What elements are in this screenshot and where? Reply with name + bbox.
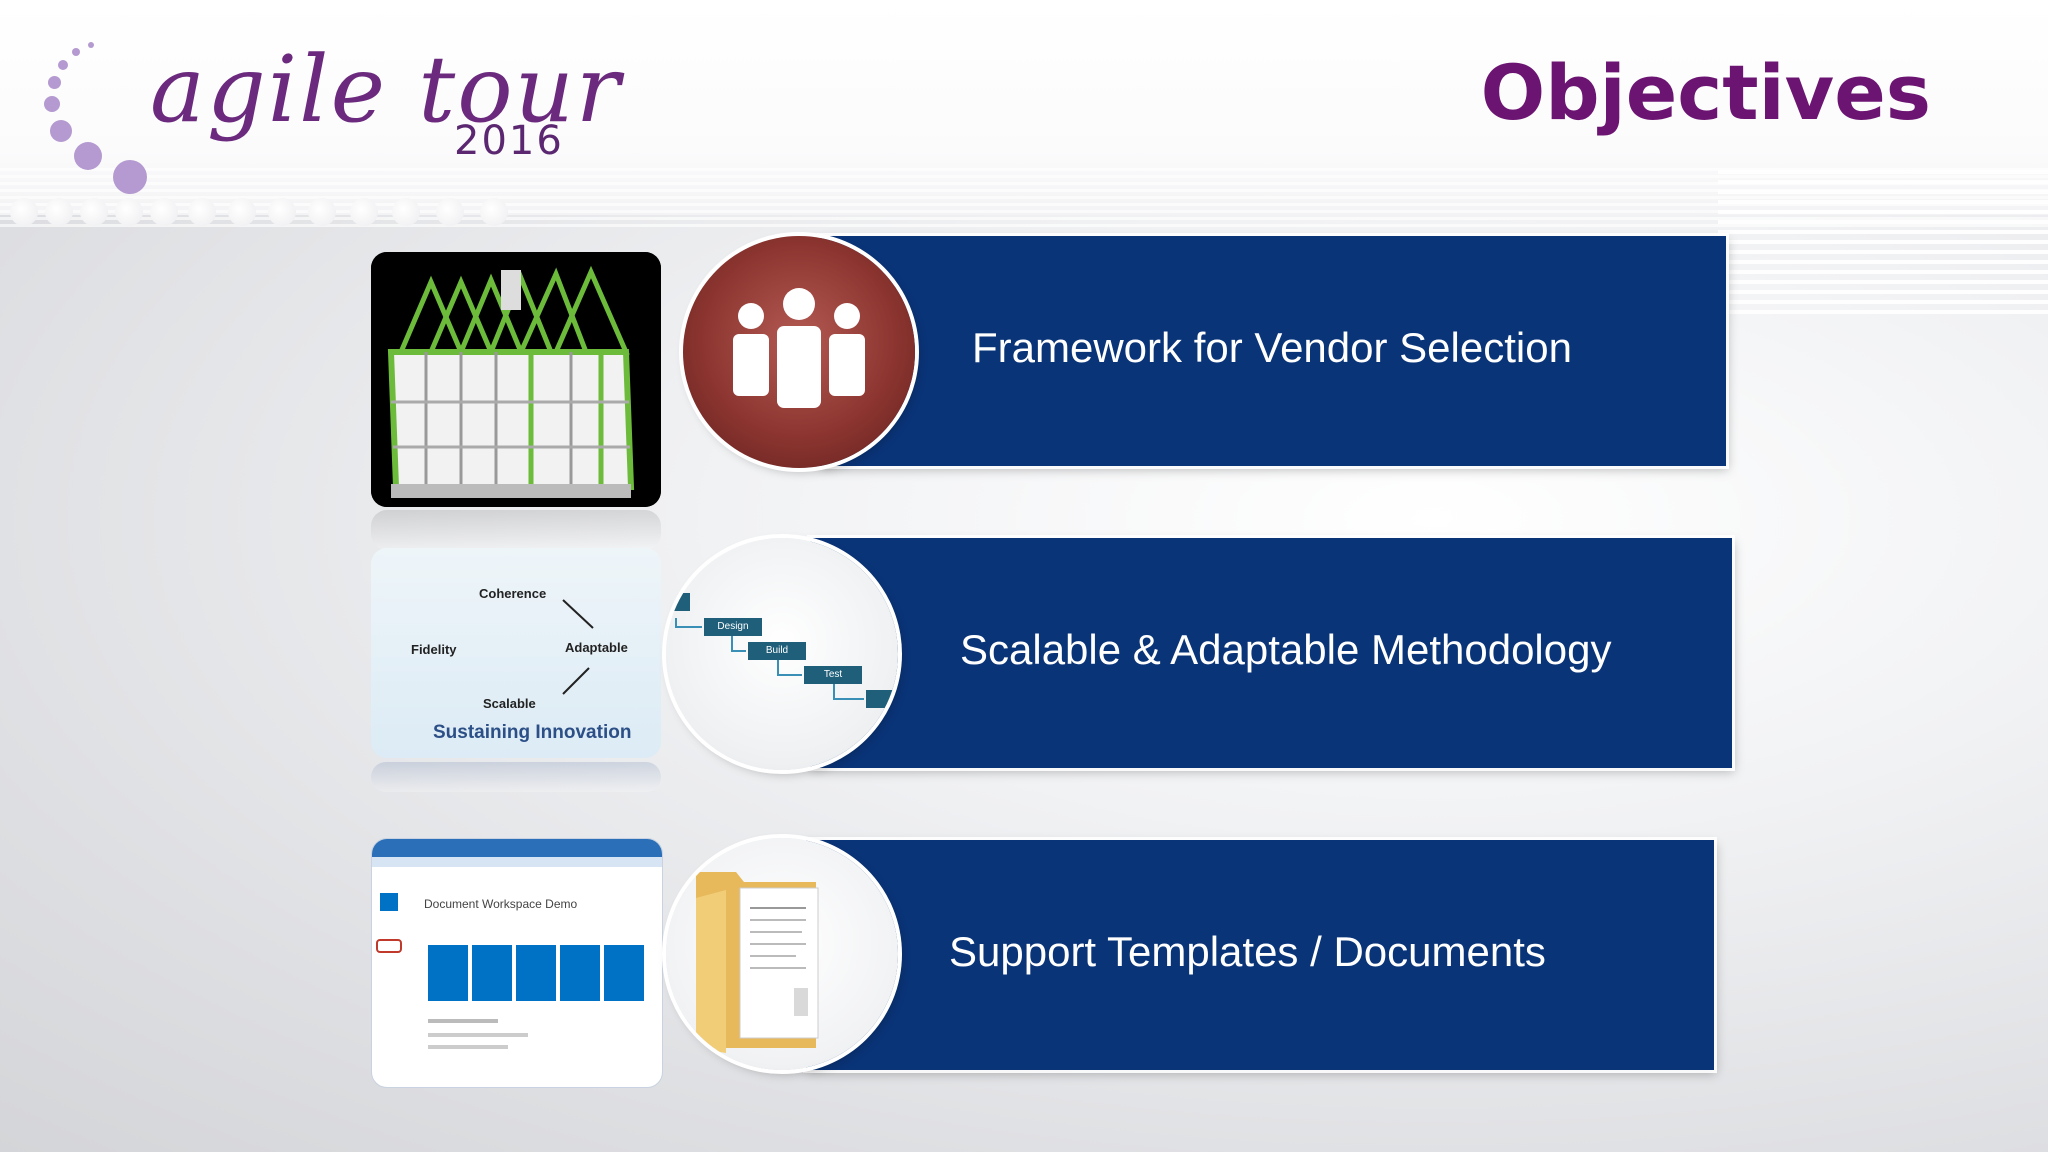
- objective-banner-1: Framework for Vendor Selection: [820, 236, 1726, 466]
- image-reflection: [371, 762, 661, 792]
- diagram-scalable-label: Scalable: [483, 696, 536, 711]
- waterfall-step-build: Build: [748, 642, 806, 660]
- agile-tour-logo: agile tour 2016: [28, 30, 620, 194]
- people-icon: [683, 236, 915, 468]
- objective-label-1: Framework for Vendor Selection: [972, 324, 1572, 371]
- image-reflection: [371, 510, 661, 550]
- logo-text: agile tour: [150, 36, 622, 143]
- header-stripes: [0, 168, 2048, 228]
- slide-title: Objectives: [1480, 48, 1931, 137]
- waterfall-step-design: Design: [704, 618, 762, 636]
- objective-banner-3: Support Templates / Documents: [806, 840, 1714, 1070]
- logo-year: 2016: [454, 118, 564, 164]
- diagram-adaptable-label: Adaptable: [565, 640, 628, 655]
- folder-icon: [666, 838, 898, 1070]
- objective-label-2: Scalable & Adaptable Methodology: [960, 626, 1612, 673]
- objective-banner-2: Scalable & Adaptable Methodology: [810, 538, 1732, 768]
- document-workspace-screenshot: Document Workspace Demo: [371, 838, 663, 1088]
- sustaining-innovation-diagram: Coherence Fidelity Adaptable Scalable Su…: [371, 548, 661, 758]
- diagram-caption: Sustaining Innovation: [433, 722, 632, 743]
- diagram-coherence-label: Coherence: [479, 586, 547, 601]
- diagram-fidelity-label: Fidelity: [411, 642, 457, 657]
- waterfall-process-icon: Design Build Test: [666, 538, 898, 770]
- objective-label-3: Support Templates / Documents: [949, 928, 1546, 975]
- waterfall-step-test: Test: [804, 666, 862, 684]
- decorative-stripes: [1718, 170, 2048, 320]
- house-frame-image: [371, 252, 661, 507]
- workspace-title: Document Workspace Demo: [424, 897, 578, 911]
- decorative-dot-row: [0, 198, 560, 228]
